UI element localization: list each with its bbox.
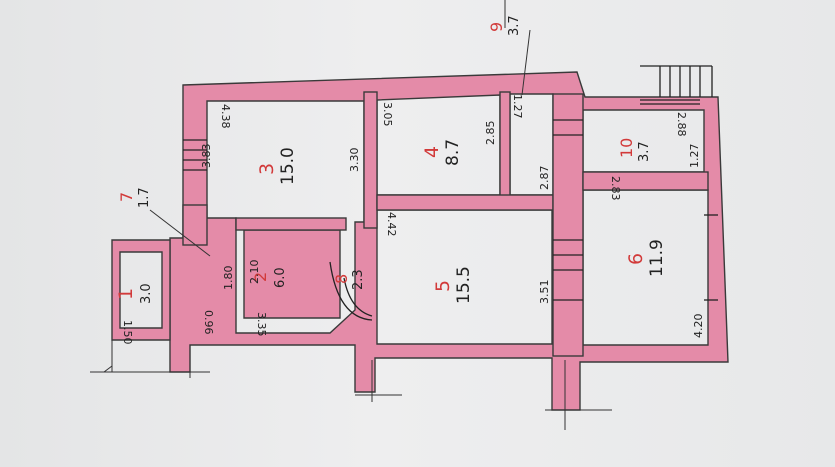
room-8-label: 8 2.3 <box>332 269 366 290</box>
room-1-area: 3.0 <box>139 283 154 304</box>
room-2-area: 6.0 <box>273 267 288 288</box>
partition-2-hall <box>235 217 347 231</box>
dim-room3-left: 3.83 <box>200 144 213 169</box>
svg-text:2.83: 2.83 <box>609 176 622 201</box>
dim-room4-right: 2.85 <box>484 121 497 146</box>
svg-text:4.38: 4.38 <box>219 104 232 129</box>
room-10-id: 10 <box>617 138 636 158</box>
room-10-label: 10 3.7 <box>617 138 652 162</box>
room-9-area: 3.7 <box>507 15 522 36</box>
dim-room1-bottom: 1.50 <box>121 320 134 345</box>
dim-room3-top: 4.38 <box>219 104 232 129</box>
svg-text:3.83: 3.83 <box>200 144 213 169</box>
room-5-area: 15.5 <box>454 266 474 304</box>
room-7-label: 7 1.7 <box>117 187 152 208</box>
room-1-walls <box>111 239 171 341</box>
svg-text:3.05: 3.05 <box>381 102 394 127</box>
room-3-id: 3 <box>256 163 278 175</box>
svg-text:3.51: 3.51 <box>538 280 551 305</box>
room-1-label: 1 3.0 <box>115 283 154 304</box>
partition-3-4 <box>363 91 378 229</box>
partition-4-bath <box>499 91 511 198</box>
room-3-area: 15.0 <box>278 147 298 185</box>
room-8-id: 8 <box>332 274 351 284</box>
dim-room4-top: 3.05 <box>381 102 394 127</box>
svg-text:4.42: 4.42 <box>385 212 398 237</box>
dim-room7-w: 1.80 <box>222 266 235 291</box>
dim-room6-left: 4.20 <box>692 314 705 339</box>
dim-room4-bottom: 4.42 <box>385 212 398 237</box>
dim-room6-top: 2.83 <box>609 176 622 201</box>
svg-text:2.87: 2.87 <box>538 166 551 191</box>
dim-bath-top: 1.27 <box>511 94 524 119</box>
room-4-id: 4 <box>421 146 443 158</box>
stairs <box>640 65 713 105</box>
room-3-label: 3 15.0 <box>256 147 298 185</box>
svg-text:1.50: 1.50 <box>121 320 134 345</box>
partition-4-5 <box>376 194 554 211</box>
svg-text:1.27: 1.27 <box>511 94 524 119</box>
svg-text:3.35: 3.35 <box>255 312 268 337</box>
dim-room10-left: 1.27 <box>688 144 701 169</box>
door-arc-2 <box>343 277 373 317</box>
extension-lines <box>90 0 612 430</box>
dim-room2-left: 2.10 <box>248 260 261 285</box>
dim-room3-right: 3.30 <box>348 148 361 173</box>
room-5-label: 5 15.5 <box>432 266 474 304</box>
svg-text:1.80: 1.80 <box>222 266 235 291</box>
svg-text:2.88: 2.88 <box>675 112 688 137</box>
window-marks <box>183 119 718 301</box>
room-2-label: 2 6.0 <box>251 267 288 288</box>
outer-wall <box>169 71 729 411</box>
dim-room2-bottom: 3.35 <box>255 312 268 337</box>
room-9-label: 9 3.7 <box>487 15 522 36</box>
dim-room5-right: 3.51 <box>538 280 551 305</box>
room-7-id: 7 <box>117 192 136 202</box>
dim-room10-top: 2.88 <box>675 112 688 137</box>
room-4-label: 4 8.7 <box>421 139 463 166</box>
partition-5-6 <box>552 93 584 357</box>
room-1-id: 1 <box>115 288 137 300</box>
dim-hall-bottom: 0.96 <box>202 310 215 335</box>
room-7-area: 1.7 <box>137 187 152 208</box>
svg-text:0.96: 0.96 <box>202 310 215 335</box>
svg-text:3.30: 3.30 <box>348 148 361 173</box>
room-8-area: 2.3 <box>351 269 366 290</box>
dim-bath-right: 2.87 <box>538 166 551 191</box>
door-arc <box>329 261 373 321</box>
svg-text:1.27: 1.27 <box>688 144 701 169</box>
room-6-label: 6 11.9 <box>625 239 667 277</box>
room-9-id: 9 <box>487 22 506 32</box>
partition-7 <box>182 204 208 246</box>
partition-10-6 <box>582 171 709 191</box>
room-10-area: 3.7 <box>637 141 652 162</box>
svg-text:4.20: 4.20 <box>692 314 705 339</box>
room-5-id: 5 <box>432 280 454 292</box>
room-6-area: 11.9 <box>647 239 667 277</box>
room-6-id: 6 <box>625 253 647 265</box>
room-2-id: 2 <box>251 272 270 282</box>
room-4-area: 8.7 <box>443 139 463 166</box>
svg-text:2.85: 2.85 <box>484 121 497 146</box>
svg-text:2.10: 2.10 <box>248 260 261 285</box>
